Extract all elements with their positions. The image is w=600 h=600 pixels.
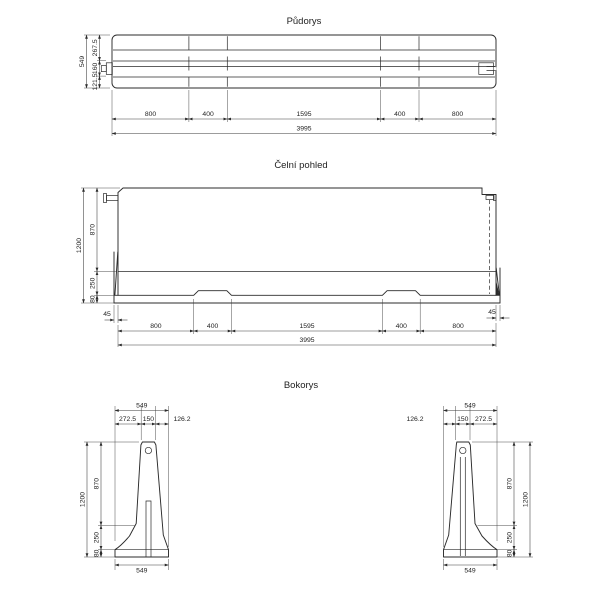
dim-label: 3995 [296,126,311,133]
side-views: Bokorys 549 272.5 150 126.2 1200 87 [80,380,533,575]
dim-label: 800 [145,111,157,118]
side-views-title: Bokorys [284,380,319,391]
dim-label: 400 [207,323,219,330]
dim-label: 250 [507,532,514,544]
dim-label: 549 [464,568,476,575]
dim-label: 1200 [76,238,83,253]
dim-label: 400 [394,111,406,118]
dim-label: 800 [150,323,162,330]
plan-left-connector [100,62,113,75]
dim-label: 549 [136,568,148,575]
dim-label: 549 [136,403,148,410]
plan-outline [111,34,497,89]
dim-label: 80 [90,295,97,303]
side-view-left-outline [114,441,169,558]
dim-label: 121.5 [92,73,99,90]
dim-label: 1595 [296,111,311,118]
front-dimension-labels: 1200 870 250 80 45 45 800 400 1595 400 8… [76,224,496,344]
dim-label: 272.5 [475,416,492,423]
plan-dimension-labels: 549 267.5 160 121.5 800 400 1595 400 800… [79,39,463,132]
side-right-dimension-labels: 549 126.2 150 272.5 870 250 80 1200 549 [406,403,529,575]
dim-label: 250 [90,277,97,289]
dim-label: 80 [507,549,514,557]
dim-label: 3995 [299,337,314,344]
front-dimension-lines [81,187,510,347]
dim-label: 272.5 [119,416,136,423]
plan-view: Půdorys 549 [79,16,497,136]
dim-label: 1200 [523,492,530,507]
side-view-right-outline [443,441,498,558]
dim-label: 45 [488,309,496,316]
front-view-title: Čelní pohled [274,160,327,171]
front-view: Čelní pohled [76,160,510,347]
plan-view-title: Půdorys [287,16,322,27]
dim-label: 126.2 [173,416,190,423]
dim-label: 80 [94,549,101,557]
side-left-dimension-lines [84,406,169,570]
dim-label: 126.2 [406,416,423,423]
dim-label: 160 [92,63,99,75]
dim-label: 45 [103,311,111,318]
dim-label: 400 [202,111,214,118]
dim-label: 800 [452,111,464,118]
side-right-dimension-lines [443,406,533,570]
plan-dimension-lines [84,34,497,136]
dim-label: 1200 [80,492,87,507]
dim-label: 870 [90,224,97,236]
plan-right-connector [478,62,497,75]
dim-label: 870 [94,478,101,490]
dim-label: 549 [464,403,476,410]
front-outline [103,187,501,304]
dim-label: 870 [507,478,514,490]
dim-label: 267.5 [92,39,99,56]
dim-label: 549 [79,56,86,68]
dim-label: 1595 [299,323,314,330]
dim-label: 150 [457,416,469,423]
dim-label: 150 [143,416,155,423]
dim-label: 250 [94,532,101,544]
dim-label: 400 [396,323,408,330]
dim-label: 800 [452,323,464,330]
side-left-dimension-labels: 549 272.5 150 126.2 1200 870 250 80 549 [80,403,191,575]
